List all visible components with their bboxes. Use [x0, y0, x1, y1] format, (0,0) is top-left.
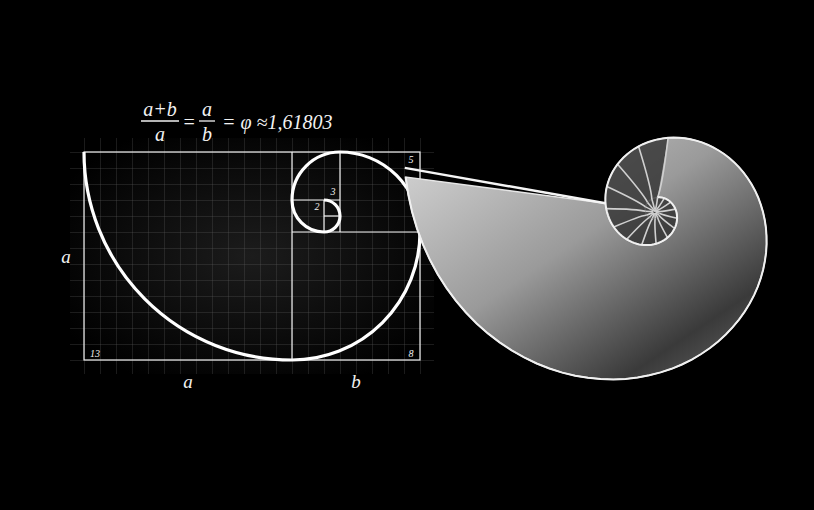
septum — [659, 213, 677, 218]
square-number: 13 — [90, 349, 100, 359]
formula-sign: = — [182, 112, 196, 132]
side-label: a — [183, 372, 193, 391]
septum — [652, 213, 654, 218]
septum — [646, 207, 654, 211]
golden-spiral — [84, 152, 420, 360]
septum — [606, 209, 645, 212]
shell-body — [406, 138, 767, 380]
formula-value: = φ ≈1,61803 — [222, 112, 333, 132]
shell-opening — [405, 168, 606, 203]
septum — [642, 219, 653, 245]
septum — [655, 218, 656, 243]
formula-term: b — [202, 124, 212, 144]
septum — [655, 209, 656, 211]
grid-ground — [70, 138, 434, 374]
formula-term: a — [155, 124, 165, 144]
septum — [614, 215, 647, 227]
square-number: 2 — [315, 202, 320, 212]
septum — [658, 217, 668, 238]
grid — [70, 138, 434, 374]
square-lines — [84, 152, 420, 360]
septum — [658, 138, 669, 198]
formula-term: a+b — [143, 99, 177, 119]
septum — [656, 197, 658, 209]
square-number: 5 — [409, 155, 414, 165]
septum — [656, 213, 659, 216]
side-label: b — [351, 372, 361, 391]
septum — [627, 217, 650, 239]
fraction-bars — [141, 120, 215, 121]
formula-term: a — [202, 99, 212, 119]
square-number: 8 — [409, 349, 414, 359]
shell-rim — [406, 138, 767, 380]
side-label: a — [61, 247, 71, 266]
septum — [618, 164, 648, 202]
septum — [656, 212, 660, 213]
septum — [654, 210, 655, 212]
septum — [656, 210, 659, 212]
nautilus-shell — [405, 138, 767, 380]
septum — [654, 209, 656, 211]
square-number: 3 — [331, 187, 336, 197]
septum — [659, 209, 675, 211]
septum — [607, 186, 646, 207]
septum — [654, 209, 656, 211]
